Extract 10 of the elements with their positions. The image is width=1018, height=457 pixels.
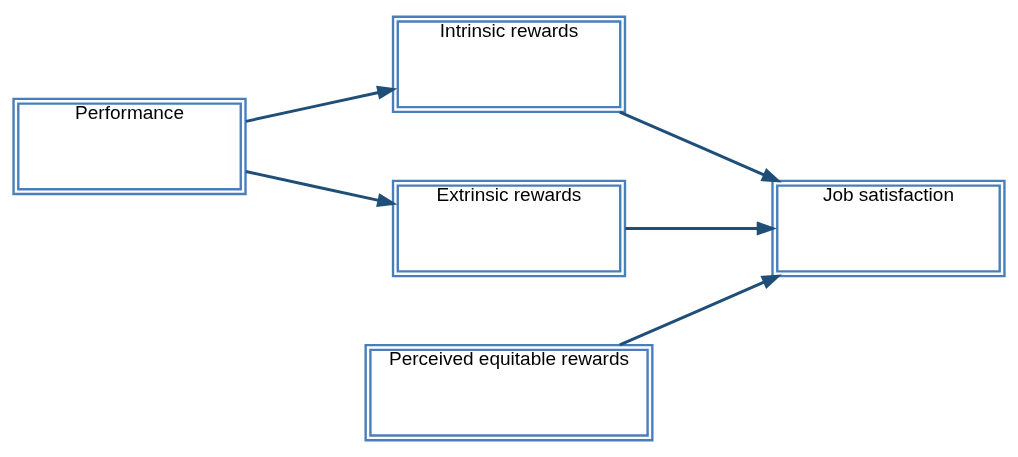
node-box: Extrinsic rewards bbox=[391, 179, 627, 278]
node-box: Performance bbox=[12, 97, 247, 196]
node-box: Intrinsic rewards bbox=[391, 15, 627, 114]
arrow bbox=[625, 221, 777, 236]
node-box: Job satisfaction bbox=[771, 179, 1006, 278]
arrow bbox=[245, 170, 398, 208]
arrow bbox=[619, 274, 782, 347]
arrow bbox=[245, 85, 398, 123]
node-box: Perceived equitable rewards bbox=[364, 343, 654, 442]
arrow bbox=[619, 110, 782, 183]
